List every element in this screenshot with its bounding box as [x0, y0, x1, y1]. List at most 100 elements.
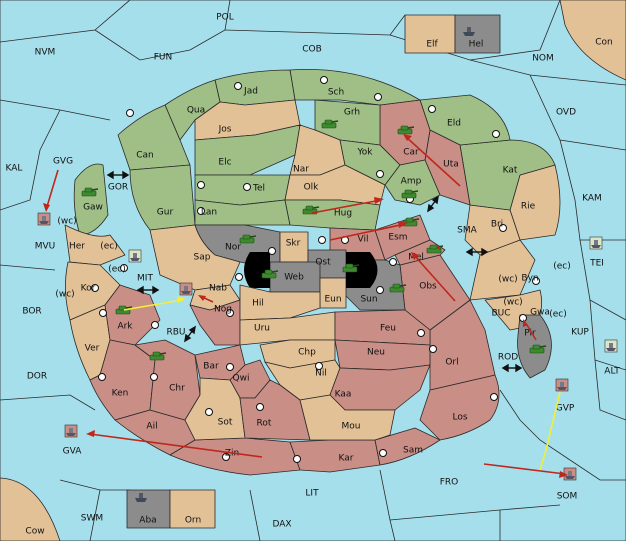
sea-label: BUC [491, 309, 510, 319]
army-unit[interactable] [81, 187, 99, 197]
province-label: Web [284, 273, 304, 283]
province-label: Orl [445, 358, 458, 368]
army-unit[interactable] [239, 234, 257, 244]
province-label: Obs [419, 282, 437, 292]
fleet-unit[interactable] [128, 249, 142, 263]
sea-label: TEI [589, 259, 604, 269]
province-ken[interactable] [89, 339, 156, 421]
province-eld[interactable] [419, 94, 511, 146]
fortress-wall [244, 252, 270, 288]
province-label: Pir [524, 329, 536, 339]
province-label: Qua [187, 106, 205, 116]
province-can[interactable] [117, 104, 191, 171]
province-eun[interactable] [319, 277, 347, 309]
province-label: Gur [157, 208, 174, 218]
province-label: Eun [324, 295, 341, 305]
province-amp[interactable] [384, 159, 441, 206]
province-gaw[interactable] [73, 163, 109, 236]
sea-label: ROD [498, 353, 518, 363]
army-unit[interactable] [389, 283, 407, 293]
sea-label: GVG [53, 157, 73, 167]
order-arrows [43, 134, 568, 478]
sea-label: MIT [137, 274, 153, 284]
province-label: Sot [218, 418, 233, 428]
province-label: Hug [334, 209, 352, 219]
sea-label: KAM [582, 194, 602, 204]
fleet-unit[interactable] [179, 282, 193, 296]
province-kar[interactable] [289, 439, 381, 473]
sea-label: (ec) [549, 310, 567, 320]
fleet-unit[interactable] [555, 378, 569, 392]
fleet-unit[interactable] [64, 424, 78, 438]
sea-label: GVA [63, 447, 83, 457]
army-unit[interactable] [397, 125, 415, 135]
province-her[interactable] [64, 224, 126, 266]
sea-label: BOR [22, 307, 41, 317]
province-label: Kat [503, 166, 518, 176]
sea-label: COB [302, 45, 322, 55]
province-rot[interactable] [239, 379, 311, 441]
province-label: Gaw [83, 203, 103, 213]
sea-label: Con [595, 38, 613, 48]
province-rie[interactable] [509, 164, 561, 241]
fleet-unit[interactable] [563, 467, 577, 481]
province-label: Nor [225, 243, 241, 253]
sea-label: (ec) [553, 262, 571, 272]
province-label: Qwi [233, 374, 250, 384]
sea-label: GVP [556, 404, 575, 414]
army-unit[interactable] [529, 344, 547, 354]
province-label: Neu [367, 348, 385, 358]
province-elf[interactable] [404, 14, 456, 54]
province-label: Uru [254, 324, 270, 334]
province-label: Los [452, 413, 467, 423]
sea-label: (wc) [55, 290, 74, 300]
sea-label: MVU [35, 242, 56, 252]
province-kat[interactable] [459, 139, 556, 211]
province-sot[interactable] [184, 377, 246, 441]
province-label: Amp [401, 177, 422, 187]
army-unit[interactable] [321, 119, 339, 129]
army-unit[interactable] [261, 269, 279, 279]
fleet-unit[interactable] [604, 339, 618, 353]
sea-label: KUP [571, 328, 589, 338]
province-label: Ail [146, 422, 157, 432]
province-label: Hil [252, 299, 264, 309]
sea-label: GOR [108, 183, 128, 193]
province-label: Gwa [530, 308, 550, 318]
sea-label: FRO [440, 478, 459, 488]
province-zin[interactable] [169, 437, 301, 476]
province-hel[interactable] [454, 14, 501, 54]
province-label: Tel [252, 184, 265, 194]
fleet-unit[interactable] [37, 212, 51, 226]
army-unit[interactable] [149, 351, 167, 361]
province-mou[interactable] [299, 394, 396, 441]
army-unit[interactable] [342, 263, 360, 273]
province-label: Chp [298, 348, 316, 358]
province-los[interactable] [419, 374, 500, 441]
province-aba[interactable] [126, 489, 171, 529]
province-label: Orn [185, 516, 201, 526]
province-skr[interactable] [279, 231, 309, 263]
sea-label: POL [216, 13, 234, 23]
province-hug[interactable] [284, 199, 381, 231]
fleet-unit[interactable] [463, 27, 475, 36]
fleet-unit[interactable] [589, 236, 603, 250]
sea-label: SMA [457, 226, 477, 236]
province-label: Jad [243, 87, 258, 97]
army-unit[interactable] [401, 189, 419, 199]
army-unit[interactable] [426, 244, 444, 254]
province-feu[interactable] [334, 309, 431, 346]
sea-label: FUN [154, 53, 173, 63]
province-label: Sam [403, 446, 423, 456]
province-tel[interactable] [194, 174, 291, 206]
province-orn[interactable] [169, 489, 216, 529]
province-label: Sun [360, 295, 377, 305]
province-label: Chr [169, 384, 185, 394]
sea-label: (ec) [108, 265, 126, 275]
province-label: Ken [112, 389, 129, 399]
fleet-unit[interactable] [135, 493, 147, 502]
province-label: Hel [469, 40, 484, 50]
